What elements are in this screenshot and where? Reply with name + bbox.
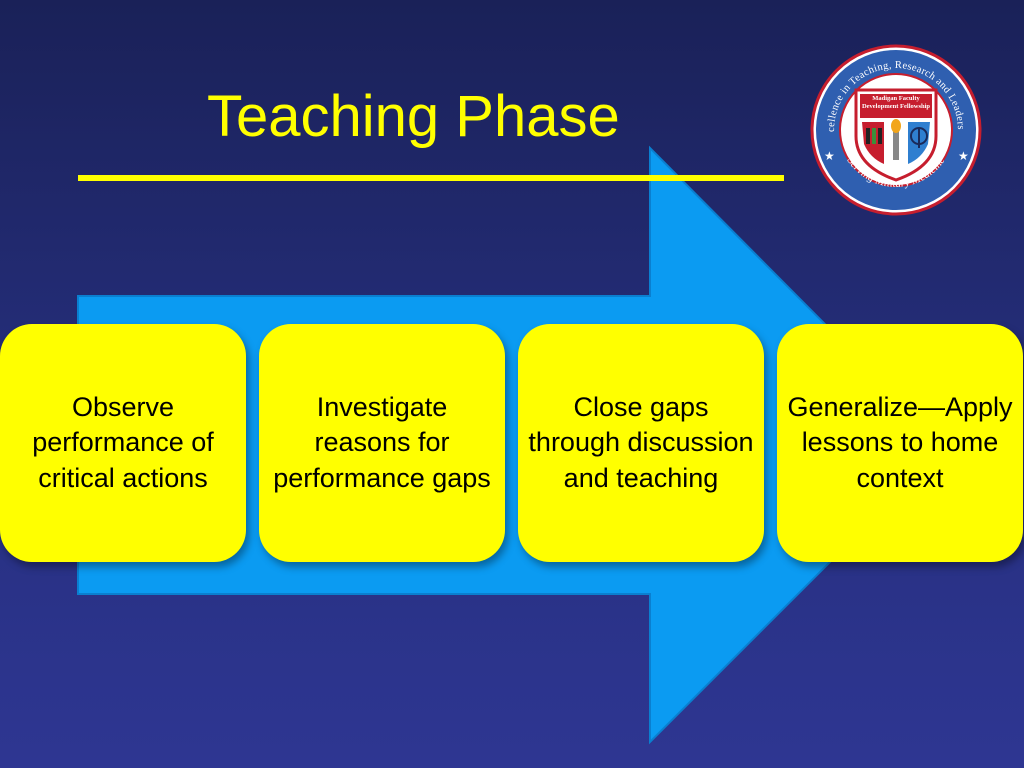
fellowship-seal-logo: Excellence in Teaching, Research and Lea… <box>810 44 982 216</box>
step-generalize-text: Generalize—Apply lessons to home context <box>787 392 1013 493</box>
step-close-gaps: Close gaps through discussion and teachi… <box>518 324 764 562</box>
step-observe-text: Observe performance of critical actions <box>32 392 214 493</box>
step-close-gaps-text: Close gaps through discussion and teachi… <box>528 392 754 493</box>
step-generalize: Generalize—Apply lessons to home context <box>777 324 1023 562</box>
step-investigate: Investigate reasons for performance gaps <box>259 324 505 562</box>
seal-center-text: Madigan Faculty Development Fellowship <box>861 95 931 110</box>
seal-torch-icon <box>893 130 899 160</box>
seal-star-icon: ★ <box>958 149 969 163</box>
step-observe: Observe performance of critical actions <box>0 324 246 562</box>
seal-star-icon: ★ <box>824 149 835 163</box>
seal-books-icon <box>866 128 870 144</box>
slide-title: Teaching Phase <box>207 84 620 149</box>
arrow-shape <box>77 145 948 745</box>
title-underline <box>78 175 784 181</box>
step-investigate-text: Investigate reasons for performance gaps <box>273 392 491 493</box>
